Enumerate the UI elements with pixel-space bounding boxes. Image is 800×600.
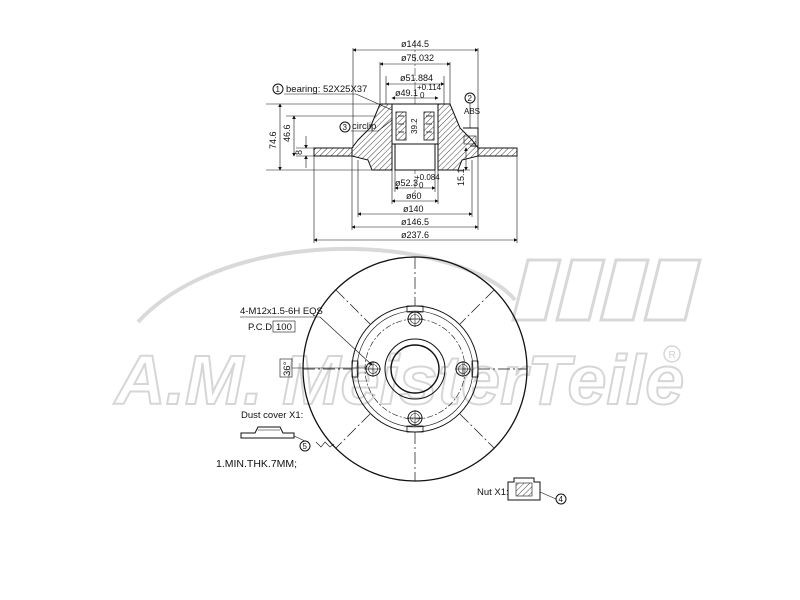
svg-text:1: 1 — [276, 85, 281, 94]
bolt-hole — [407, 410, 423, 426]
registered-mark — [663, 345, 681, 363]
callout-4 — [555, 493, 567, 505]
dim-237-6: ø237.6 — [401, 230, 429, 240]
nut-detail: Nut X1: 4 — [477, 477, 567, 505]
pcd-value: 100 — [276, 322, 292, 333]
dim-lines-left — [266, 103, 380, 171]
dim-146-5: ø146.5 — [401, 217, 429, 227]
dim-52-3-tol-lower: 0 — [419, 181, 424, 190]
dim-140: ø140 — [403, 204, 424, 214]
cross-section-view: ø144.5 ø75.032 ø51.884 ø49.1 +0.114 0 39… — [266, 39, 518, 243]
callout-5-number: 5 — [303, 442, 308, 451]
dust-cover-squiggle — [315, 441, 335, 448]
callout-5 — [299, 440, 311, 452]
disc-flange-right — [477, 147, 518, 157]
watermark-stripes — [511, 258, 702, 322]
bolt-hole — [455, 361, 471, 377]
bolt-hole — [407, 311, 423, 327]
watermark-swoosh — [136, 246, 517, 324]
dim-39-2: 39.2 — [410, 118, 419, 134]
dust-cover-label: Dust cover X1: — [241, 410, 303, 421]
svg-text:3: 3 — [343, 123, 348, 132]
abs-label: ABS — [464, 107, 480, 116]
dust-cover-detail: Dust cover X1: 5 — [240, 410, 335, 452]
circlip-label: circlip — [352, 121, 376, 132]
nut-label: Nut X1: — [477, 487, 509, 498]
min-thickness: 1.MIN.THK.7MM; — [216, 458, 297, 470]
dim-75-032: ø75.032 — [401, 53, 434, 63]
nut-leader — [539, 491, 557, 500]
dim-51-884: ø51.884 — [400, 73, 433, 83]
disc-flange-left — [313, 147, 353, 157]
bearing-rollers — [395, 111, 435, 141]
dim-8: 8 — [294, 150, 304, 155]
dim-49-1-tol-upper: +0.114 — [417, 83, 442, 92]
disc-vent-slots — [303, 257, 527, 481]
callout-2: 2 ABS — [464, 92, 480, 128]
pcd-box — [272, 320, 296, 333]
dust-cover-leader — [293, 435, 306, 442]
callout-1: 1 bearing: 52X25X37 — [272, 83, 393, 111]
pcd-label: P.C.D — [248, 322, 272, 333]
dim-52-3-tol-upper: +0.084 — [415, 173, 440, 182]
abs-ring-hatch — [463, 135, 477, 145]
bolt-hole — [365, 361, 381, 377]
angle-value: 36° — [282, 361, 293, 376]
dim-46-6: 46.6 — [282, 124, 292, 142]
hub-notches — [351, 305, 479, 433]
dim-52-3: ø52.3 — [395, 178, 418, 188]
dim-74-6: 74.6 — [268, 131, 278, 149]
dim-144-5: ø144.5 — [401, 39, 429, 49]
hub-bore — [394, 143, 436, 171]
center-bore-outer — [384, 338, 446, 400]
thread-spec: 4-M12x1.5-6H EQS — [240, 306, 323, 317]
bearing-label: bearing: 52X25X37 — [286, 84, 367, 95]
front-view: 4-M12x1.5-6H EQS P.C.D 100 36° — [240, 256, 528, 482]
watermark-text: A.M. MeisterTeile — [113, 341, 684, 419]
svg-text:2: 2 — [468, 94, 473, 103]
dim-49-1: ø49.1 — [395, 88, 418, 98]
watermark: A.M. MeisterTeile R — [112, 246, 702, 420]
dim-lines-right — [440, 147, 470, 171]
dust-cover-shape — [240, 426, 295, 439]
dim-lines-bottom — [313, 156, 518, 243]
center-bore-inner — [390, 344, 440, 394]
callout-3: 3 circlip — [339, 119, 393, 133]
registered-letter: R — [669, 350, 676, 361]
dim-60: ø60 — [406, 191, 422, 201]
callout-4-number: 4 — [559, 495, 564, 504]
dim-lines-top — [352, 48, 479, 148]
dim-49-1-tol-lower: 0 — [420, 91, 425, 100]
dim-15-1: 15.1 — [456, 168, 466, 186]
thread-leader — [319, 316, 373, 366]
